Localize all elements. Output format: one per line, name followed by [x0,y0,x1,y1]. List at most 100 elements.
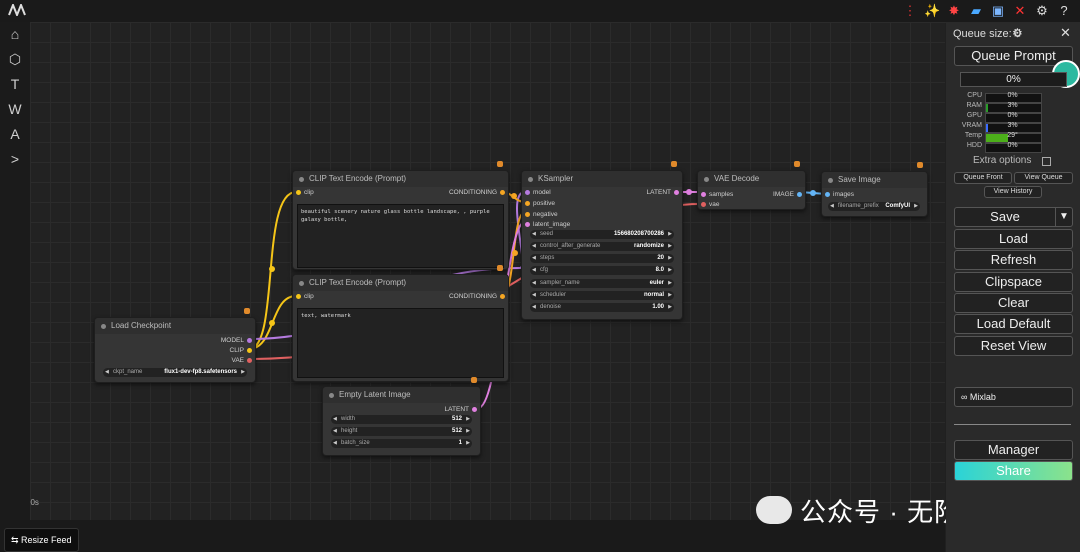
latent-input-dot[interactable] [525,222,530,227]
clip-output-label: CLIP [229,347,244,354]
clip-input-dot[interactable] [296,294,301,299]
clipspace-button[interactable]: Clipspace [954,272,1073,292]
traffic-light-icon[interactable]: ⋮ [903,3,917,18]
image-output-dot[interactable] [797,192,802,197]
node-title: CLIP Text Encode (Prompt) [293,171,508,187]
vae-decode-node[interactable]: VAE Decode samples vae IMAGE [697,170,806,210]
queue-front-button[interactable]: Queue Front [954,172,1012,184]
load-button[interactable]: Load [954,229,1073,249]
vae-input-label: vae [709,201,720,208]
load-checkpoint-node[interactable]: Load Checkpoint MODEL CLIP VAE ckpt_name… [94,317,256,383]
text-tool-icon[interactable]: T [10,76,20,92]
view-queue-button[interactable]: View Queue [1014,172,1073,184]
queue-prompt-button[interactable]: Queue Prompt [954,46,1073,66]
latent-output-dot[interactable] [472,407,477,412]
node-title: Load Checkpoint [95,318,255,334]
clip-input-label: clip [304,293,314,300]
help-icon[interactable]: ? [1060,3,1068,18]
workflow-tool-icon[interactable]: W [8,101,22,117]
node-badge-icon [497,265,503,271]
node-title: VAE Decode [698,171,805,187]
burst-icon[interactable]: ✸ [948,3,960,18]
eraser-icon[interactable]: ▰ [971,3,981,18]
reset-view-button[interactable]: Reset View [954,336,1073,356]
model-input-dot[interactable] [525,190,530,195]
queue-settings-gear-icon[interactable]: ⚙ [1012,26,1023,40]
home-icon[interactable]: ⌂ [10,26,20,42]
cube-icon[interactable]: ⬡ [8,51,22,67]
vae-output-dot[interactable] [247,358,252,363]
extra-options-checkbox[interactable] [1042,157,1051,166]
model-output-dot[interactable] [247,338,252,343]
clear-button[interactable]: Clear [954,293,1073,313]
ksampler-node[interactable]: KSampler model positive negative latent_… [521,170,683,320]
node-title: Empty Latent Image [323,387,480,403]
chevron-down-icon[interactable]: ▼ [1055,208,1072,226]
node-badge-icon [471,377,477,383]
model-input-label: model [533,189,551,196]
vae-input-dot[interactable] [701,202,706,207]
images-input-label: images [833,191,854,198]
extra-options-label: Extra options [973,155,1032,166]
clip-text-encode-positive-node[interactable]: CLIP Text Encode (Prompt) clip CONDITION… [292,170,509,270]
load-default-button[interactable]: Load Default [954,314,1073,334]
prompt-textarea[interactable]: text, watermark [297,308,504,378]
comfy-logo-icon [8,4,26,16]
close-x-icon[interactable]: ✕ [1014,3,1026,18]
queue-size-label: Queue size: 0 [953,28,1021,40]
save-label: Save [990,209,1020,224]
gear-icon[interactable]: ⚙ [1036,3,1048,18]
resize-feed-button[interactable]: ⇆ Resize Feed [4,528,79,552]
node-badge-icon [497,161,503,167]
save-button[interactable]: Save ▼ [954,207,1073,227]
latent-input-label: latent_image [533,221,571,228]
clip-text-encode-negative-node[interactable]: CLIP Text Encode (Prompt) clip CONDITION… [292,274,509,382]
mixlab-button[interactable]: ∞ Mixlab [954,387,1073,407]
negative-input-dot[interactable] [525,212,530,217]
clip-output-dot[interactable] [247,348,252,353]
progress-bar: 0% [960,72,1067,87]
samples-input-dot[interactable] [701,192,706,197]
node-title: Save Image [822,172,927,188]
share-button[interactable]: Share [954,461,1073,481]
conditioning-output-dot[interactable] [500,190,505,195]
manager-button[interactable]: Manager [954,440,1073,460]
queue-close-icon[interactable]: ✕ [1060,25,1071,40]
latent-output-dot[interactable] [674,190,679,195]
node-canvas[interactable]: 00s [30,22,945,520]
prompt-textarea[interactable]: beautiful scenery nature glass bottle la… [297,204,504,268]
refresh-button[interactable]: Refresh [954,250,1073,270]
images-input-dot[interactable] [825,192,830,197]
clip-input-label: clip [304,189,314,196]
canvas-timer: 00s [30,498,39,507]
monitor-icon[interactable]: ▣ [991,3,1005,18]
negative-input-label: negative [533,211,558,218]
clip-input-dot[interactable] [296,190,301,195]
a-tool-icon[interactable]: A [10,126,20,142]
panel-divider [954,424,1071,425]
top-bar: ⋮ ✨ ✸ ▰ ▣ ✕ ⚙ ? [0,0,1080,23]
expand-icon[interactable]: > [10,151,20,167]
positive-input-dot[interactable] [525,201,530,206]
conditioning-output-dot[interactable] [500,294,505,299]
wechat-icon [756,496,792,524]
sparkle-icon[interactable]: ✨ [924,3,941,18]
node-badge-icon [917,162,923,168]
node-badge-icon [794,161,800,167]
view-history-button[interactable]: View History [984,186,1042,198]
node-badge-icon [244,308,250,314]
